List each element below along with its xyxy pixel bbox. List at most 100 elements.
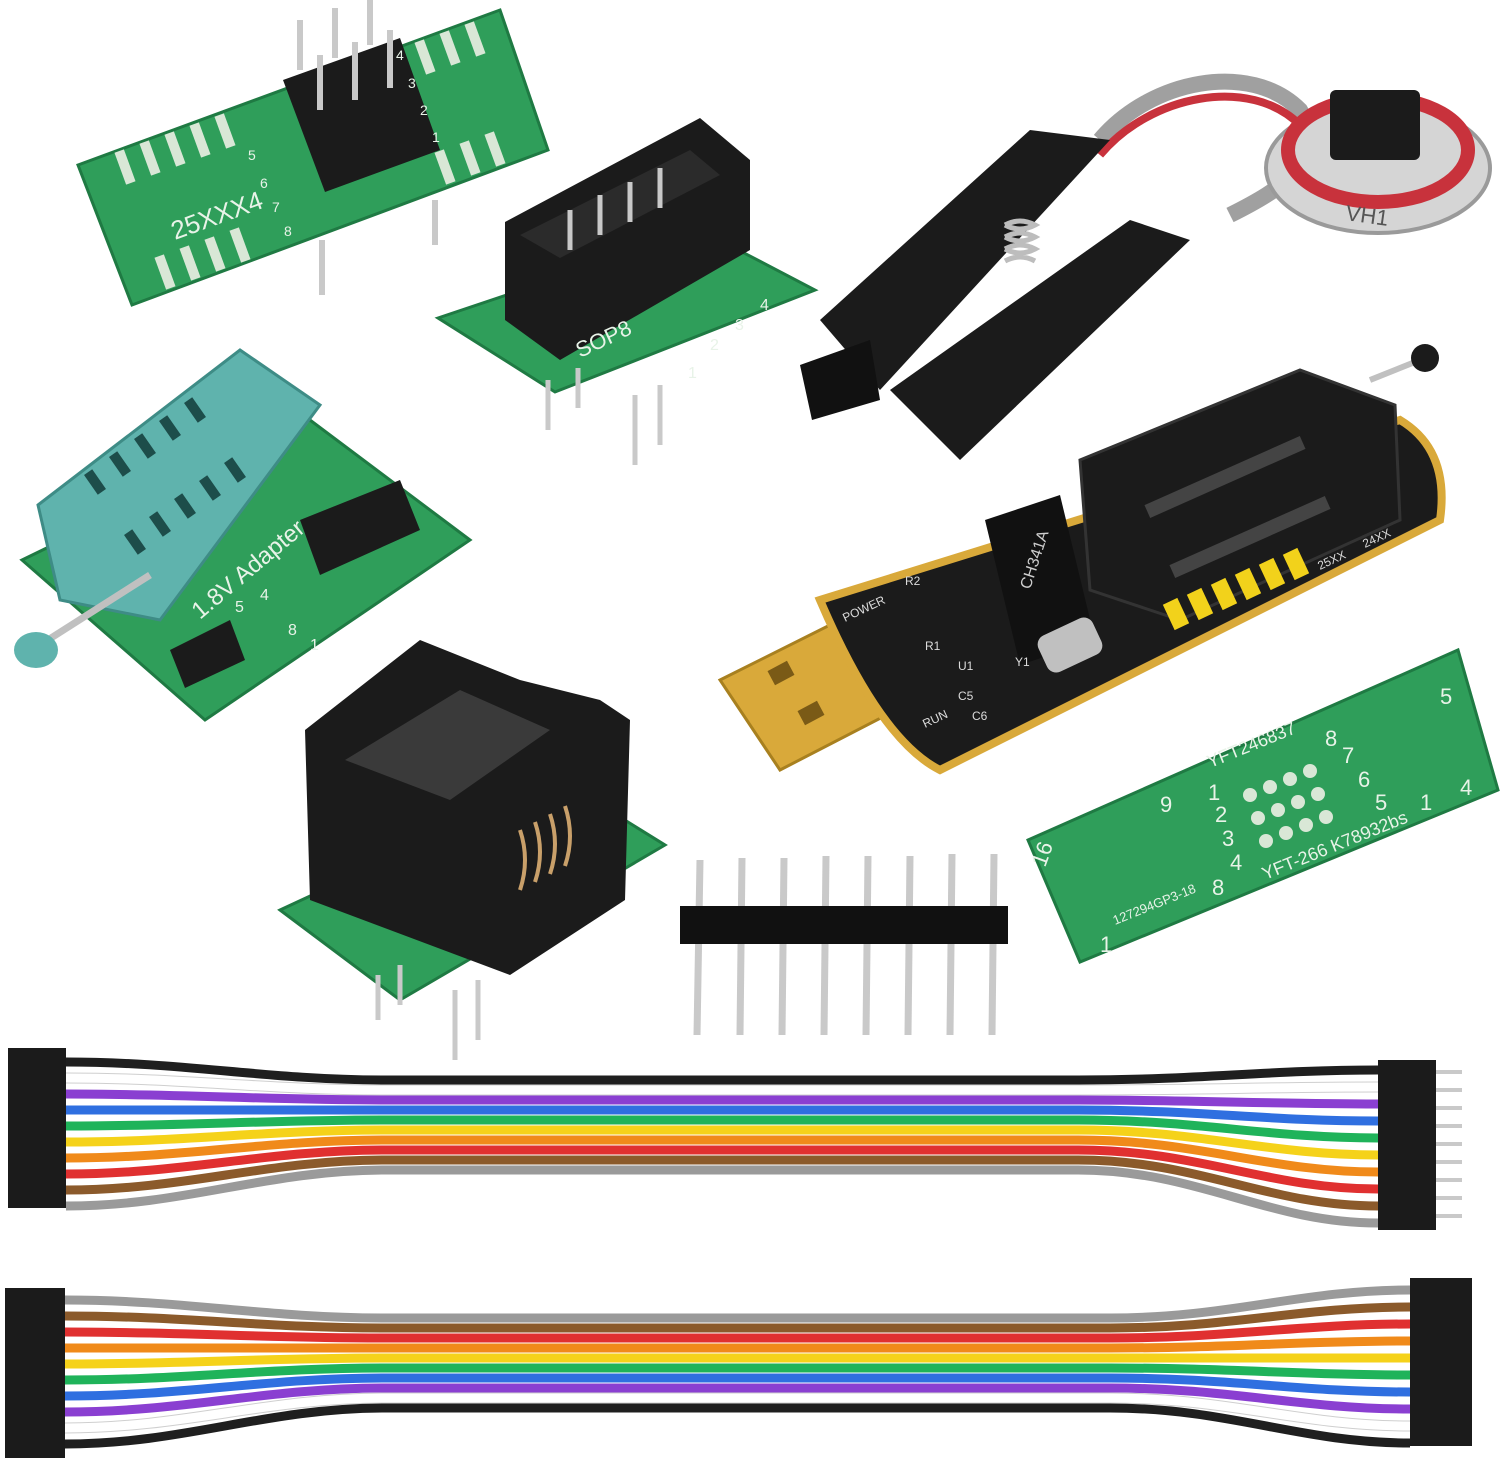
jumper-wire [65, 1125, 1379, 1160]
svg-text:8: 8 [1212, 875, 1224, 900]
jumper-wire [64, 1285, 1411, 1323]
wire-bundle [65, 1057, 1379, 1228]
svg-text:8: 8 [284, 223, 292, 239]
jumper-cable-top [8, 1048, 1462, 1230]
socket-pins [375, 965, 481, 1060]
pcb-board [1026, 647, 1500, 964]
svg-text:3: 3 [1222, 826, 1234, 851]
svg-text:C5: C5 [958, 689, 974, 703]
jumper-wire [64, 1319, 1411, 1343]
svg-text:4: 4 [260, 587, 269, 604]
pin-header-strip [680, 853, 1008, 1036]
board-numbers: 16 9 1 8 5 4 1 8 7 6 5 1 2 3 4 [1026, 684, 1472, 957]
wire-bundle [64, 1285, 1411, 1449]
zif-socket-black [1078, 368, 1402, 622]
svg-text:3: 3 [735, 317, 744, 334]
jumper-wire [65, 1145, 1379, 1194]
idc-pins [545, 168, 663, 465]
ch341a-programmer: CH341A POWER RUN 25XX 24XX R1 R2 U1 Y1 C… [717, 344, 1446, 775]
svg-text:4: 4 [760, 297, 769, 314]
clip-jaw-upper [820, 130, 1110, 390]
idc-plug [1330, 90, 1420, 160]
svg-text:1: 1 [1420, 790, 1432, 815]
svg-text:Y1: Y1 [1015, 655, 1030, 669]
svg-text:1: 1 [688, 365, 697, 382]
svg-text:5: 5 [1375, 790, 1387, 815]
adapter-1-8v-zif: 1.8V Adapter 1 4 5 8 [14, 348, 473, 722]
svg-text:7: 7 [272, 199, 280, 215]
svg-text:4: 4 [396, 47, 404, 63]
jumper-wire [65, 1073, 1379, 1095]
jumper-wire [65, 1135, 1379, 1177]
regulator [170, 620, 245, 688]
zif-lever-knob [1411, 344, 1439, 372]
svg-text:R2: R2 [905, 574, 921, 588]
svg-text:R1: R1 [925, 639, 941, 653]
svg-text:U1: U1 [958, 659, 974, 673]
zif-slots [84, 397, 246, 555]
ribbon-label: VH1 [1344, 200, 1390, 231]
ch341a-chip [985, 495, 1095, 665]
zif-socket [36, 348, 323, 622]
svg-text:8: 8 [288, 622, 297, 639]
usb-contact [797, 700, 825, 726]
header-pins [297, 0, 438, 295]
pad-array [1243, 764, 1333, 848]
ribbon-red-stripe [1096, 92, 1303, 158]
svg-text:1: 1 [1208, 780, 1220, 805]
svg-text:5: 5 [1440, 684, 1452, 709]
crystal-oscillator [1037, 617, 1103, 673]
adapter-25xxx: 25XXX4 5 6 7 8 4 3 2 1 [76, 0, 550, 307]
zif-black-slots [1144, 436, 1331, 578]
connector-right [1410, 1278, 1472, 1446]
jumper-wire [64, 1403, 1411, 1449]
header-plastic [680, 906, 1008, 944]
usb-contact [767, 660, 795, 686]
connector-right [1378, 1060, 1436, 1230]
connector-left [5, 1288, 65, 1458]
jumper-wire [64, 1373, 1411, 1401]
svg-text:2: 2 [710, 337, 719, 354]
sop8-test-clip: VH1 [800, 73, 1492, 460]
svg-text:8: 8 [1325, 726, 1337, 751]
clip-tip [800, 340, 880, 420]
idc-pin-numbers: 1 2 3 4 [688, 297, 769, 382]
svg-text:6: 6 [1358, 767, 1370, 792]
socket-contacts [518, 805, 572, 891]
svg-text:3: 3 [408, 75, 416, 91]
male-pins [1436, 1070, 1462, 1218]
jumper-wire [65, 1057, 1379, 1085]
svg-text:6: 6 [260, 175, 268, 191]
clip-jaw-lower [890, 220, 1190, 460]
pad-row-bottom [154, 131, 506, 290]
jumper-cable-bottom [5, 1278, 1472, 1458]
svg-text:C6: C6 [972, 709, 988, 723]
sop8-socket-adapter [277, 640, 668, 1060]
pin-numbers: 5 6 7 8 4 3 2 1 [248, 47, 440, 239]
svg-text:1: 1 [432, 129, 440, 145]
pad-row-top [114, 21, 486, 185]
clip-spring [1003, 218, 1041, 264]
zif-lever-knob [14, 632, 58, 668]
jumper-wire [65, 1155, 1379, 1211]
zif-pin-numbers: 1 4 5 8 [235, 587, 319, 654]
jumper-wire [64, 1393, 1411, 1433]
jumper-wire [65, 1165, 1379, 1228]
jumper-wire [65, 1089, 1379, 1109]
svg-text:5: 5 [235, 599, 244, 616]
zif-lever [1368, 357, 1422, 383]
svg-text:4: 4 [1230, 850, 1242, 875]
zif-lever [38, 572, 152, 648]
svg-text:4: 4 [1460, 775, 1472, 800]
yellow-pin-headers [1162, 547, 1310, 631]
adapter-idc-sop8: SOP8 1 2 3 4 [434, 118, 819, 465]
svg-text:7: 7 [1342, 743, 1354, 768]
jumper-wire [65, 1115, 1379, 1143]
svg-text:2: 2 [420, 102, 428, 118]
ic-chip [300, 480, 420, 575]
svg-text:5: 5 [248, 147, 256, 163]
jumper-wire [64, 1302, 1411, 1333]
svg-text:2: 2 [1215, 802, 1227, 827]
svg-text:1: 1 [310, 637, 319, 654]
